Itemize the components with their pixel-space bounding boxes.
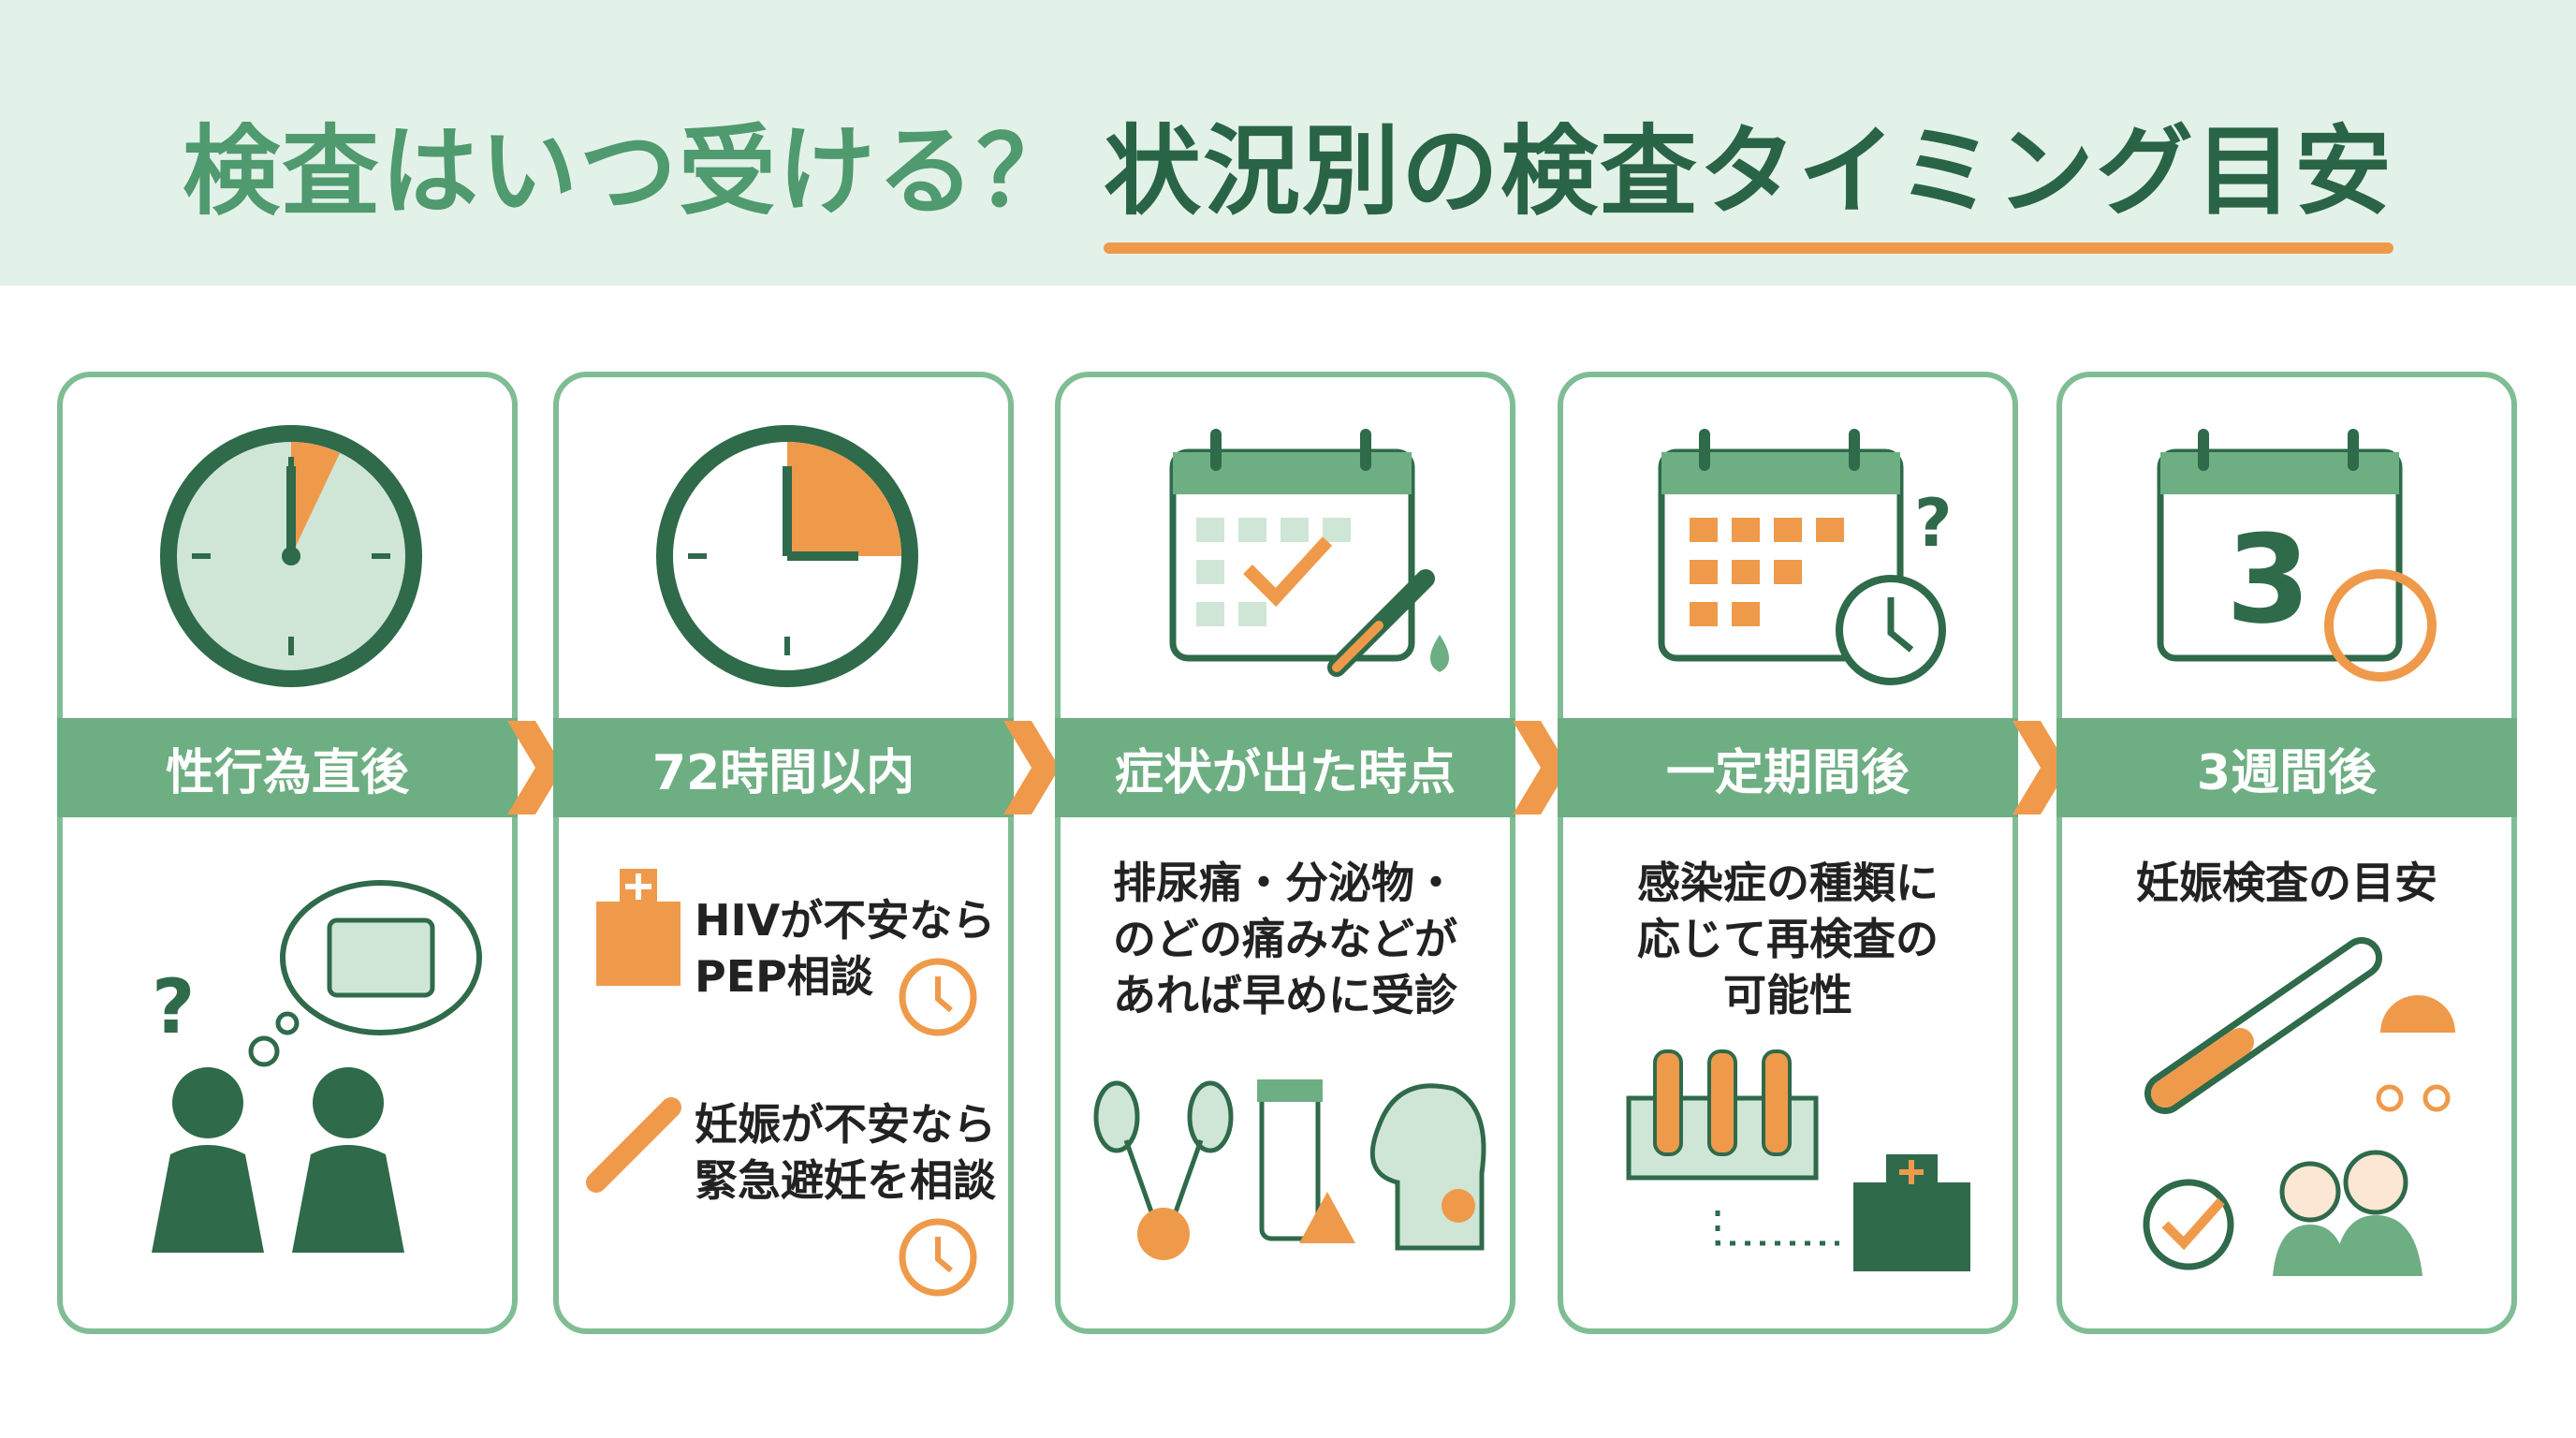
clock-icon [899, 958, 977, 1036]
test-tube-rack-icon [1626, 1049, 1839, 1246]
hospital-icon [1853, 1154, 1970, 1271]
clock-icon [656, 425, 918, 687]
text-line: 応じて再検査の [1637, 914, 1939, 964]
text-line: 排尿痛・分泌物・ [1113, 858, 1457, 908]
couple-icon [2273, 1150, 2422, 1276]
band-label: 一定期間後 [1558, 718, 2018, 817]
clock-icon [899, 1218, 977, 1297]
card-symptoms: 排尿痛・分泌物・のどの痛みなどがあれば早めに受診 症状が出た時点 [1055, 372, 1515, 1334]
check-icon [2143, 1179, 2234, 1270]
symptom-icons [1093, 1079, 1486, 1260]
band-label: 症状が出た時点 [1055, 718, 1515, 817]
band-label: 72時間以内 [553, 718, 1014, 817]
retest-text: 感染症の種類に応じて再検査の可能性 [1563, 855, 2012, 1023]
svg-text:?: ? [152, 963, 195, 1050]
band-label: 3週間後 [2056, 718, 2517, 817]
text-line: あれば早めに受診 [1113, 970, 1457, 1020]
calendar-check-icon [1169, 429, 1449, 677]
page-title: 検査はいつ受ける？状況別の検査タイミング目安 [0, 92, 2576, 254]
pregnancy-test-icon [2144, 937, 2455, 1114]
title-underline [1104, 242, 2394, 254]
chevron-right-icon [2012, 721, 2069, 814]
clock-icon [160, 425, 422, 687]
svg-text:?: ? [1914, 485, 1953, 562]
text-line: 緊急避妊を相談 [695, 1155, 996, 1206]
hospital-icon [596, 869, 681, 986]
card-right-after: ? 性行為直後 [57, 372, 518, 1334]
text-line: のどの痛みなどが [1113, 914, 1457, 964]
chevron-right-icon [1513, 721, 1569, 814]
text-line: HIVが不安なら [695, 895, 996, 946]
symptom-text: 排尿痛・分泌物・のどの痛みなどがあれば早めに受診 [1061, 855, 1510, 1023]
pregnancy-test-text: 妊娠検査の目安 [2136, 858, 2437, 908]
emergency-contraception-text: 妊娠が不安なら緊急避妊を相談 [695, 1096, 996, 1209]
chevron-right-icon [1003, 721, 1060, 814]
text-line: PEP相談 [695, 951, 873, 1002]
text-line: 感染症の種類に [1637, 858, 1939, 908]
card-3-weeks: 3 妊娠検査の目安 3週間後 [2056, 372, 2517, 1334]
header: 検査はいつ受ける？状況別の検査タイミング目安 [0, 0, 2576, 286]
title-main: 状況別の検査タイミング目安 [1104, 92, 2394, 254]
calendar-icon [2157, 429, 2437, 682]
title-main-text: 状況別の検査タイミング目安 [1104, 114, 2394, 228]
test-stick-icon [586, 1097, 681, 1193]
card-after-period: ? 感染症の種類に応じて再検査の可能性 一定期間後 [1558, 372, 2018, 1334]
title-question: 検査はいつ受ける？ [182, 114, 1076, 228]
calendar-number: 3 [2226, 508, 2311, 651]
text-line: 可能性 [1723, 970, 1852, 1020]
text-line: 妊娠が不安なら [695, 1099, 996, 1150]
chevron-right-icon [507, 721, 564, 814]
band-label: 性行為直後 [57, 718, 518, 817]
calendar-question-icon: ? [1658, 429, 1953, 685]
couple-thinking-icon: ? [152, 880, 482, 1253]
